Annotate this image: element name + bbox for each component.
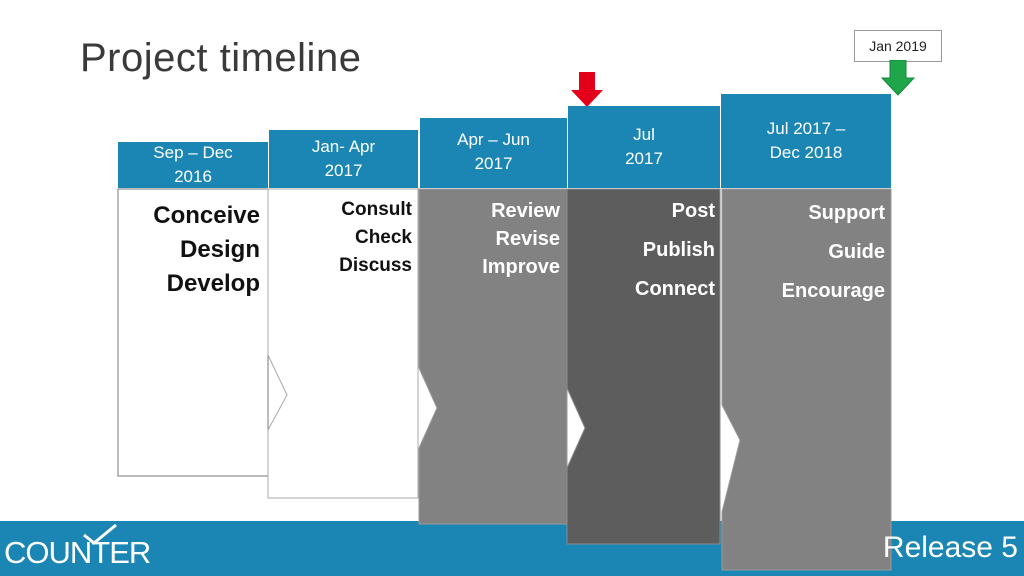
page-title: Project timeline [80,36,362,80]
milestone-label: Jan 2019 [854,30,942,62]
phase-1-date: Sep – Dec 2016 [118,142,268,188]
phase-1-body [117,188,269,477]
release-label: Release 5 [882,531,1018,564]
activity-item: Guide [828,241,885,263]
current-marker-arrow-icon [571,72,603,107]
phase-1-header [118,142,268,188]
phase-2-date: Jan- Apr 2017 [269,130,418,188]
activity-item: Check [354,227,412,248]
phase-5-date-line1: Jul 2017 – [766,119,846,138]
phase-3-activities: Review Revise Improve [421,197,560,281]
phase-5-body [721,188,892,571]
logo-text: COUNTER [4,535,151,570]
activity-item: Conceive [153,202,260,229]
phase-5-activities: Support Guide Encourage [723,194,885,311]
activity-item: Improve [482,256,560,278]
activity-item: Connect [635,278,715,300]
phase-4-header [568,106,720,188]
activity-item: Consult [341,199,412,220]
phase-1-activities: Conceive Design Develop [120,199,260,301]
phase-5-date: Jul 2017 – Dec 2018 [721,94,891,188]
phase-3-date: Apr – Jun 2017 [420,118,567,188]
activity-item: Support [808,202,885,224]
phase-4-activities: Post Publish Connect [569,192,715,309]
activity-item: Revise [495,228,561,250]
milestone-arrow-icon [881,60,915,96]
activity-item: Encourage [781,280,885,302]
activity-item: Develop [166,270,260,297]
phase-5-date-line2: Dec 2018 [769,142,843,162]
phase-3-date-line1: Apr – Jun [457,130,530,149]
phase-2-date-line2: 2017 [324,161,363,180]
activity-item: Review [491,200,560,222]
phase-4-date-line1: Jul [633,125,655,144]
phase-3-date-line2: 2017 [474,153,513,173]
activity-item: Design [179,236,260,263]
phase-1-date-line2: 2016 [174,167,212,186]
phase-2-activities: Consult Check Discuss [270,196,412,280]
phase-2-body [267,188,419,499]
activity-item: Publish [642,239,715,261]
phase-4-date-line2: 2017 [625,148,663,168]
logo-check-icon [83,523,117,545]
phase-3-header [420,118,567,188]
phase-5-header [721,94,891,188]
phase-2-header [269,130,418,188]
phase-4-body [566,188,721,545]
activity-item: Post [671,200,715,222]
phase-1-date-line1: Sep – Dec [153,143,233,163]
phase-2-date-line1: Jan- Apr [311,137,376,157]
phase-4-date: Jul 2017 [568,106,720,188]
activity-item: Discuss [339,255,412,276]
